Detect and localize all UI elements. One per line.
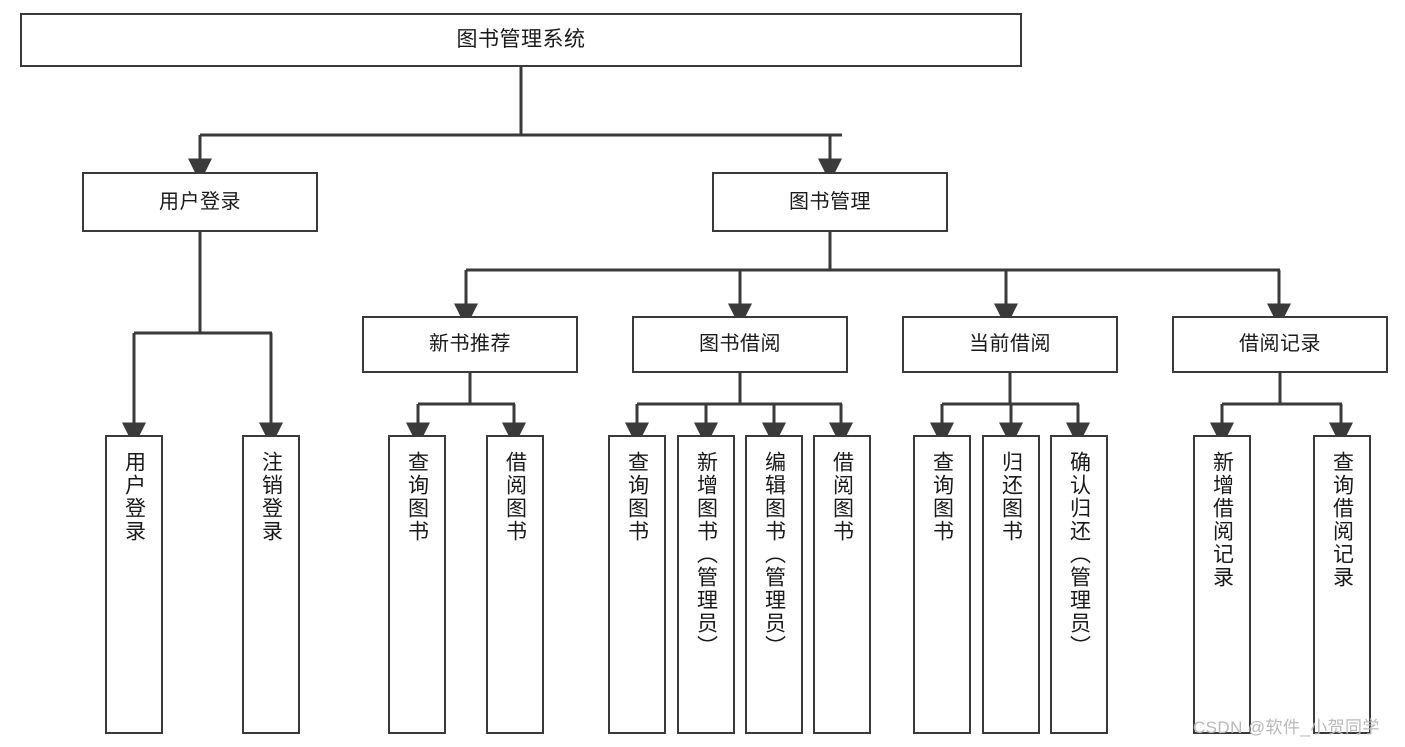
node-book-management-label: 图书管理 — [789, 190, 871, 213]
leaf-query-book-current-label: 查询图书 — [930, 451, 954, 543]
leaf-query-borrow-record-label: 查询借阅记录 — [1330, 451, 1354, 589]
leaf-add-book-admin[interactable]: 新增图书（管理员） — [677, 435, 735, 734]
leaf-logout[interactable]: 注销登录 — [242, 435, 300, 734]
node-current-borrow[interactable]: 当前借阅 — [902, 316, 1118, 373]
edges-current-to-leaves — [930, 373, 1090, 447]
node-borrow-records[interactable]: 借阅记录 — [1172, 316, 1388, 373]
node-user-login-label: 用户登录 — [159, 190, 241, 213]
leaf-borrow-book[interactable]: 借阅图书 — [813, 435, 871, 734]
leaf-query-book-recommend-label: 查询图书 — [405, 451, 429, 543]
csdn-watermark: CSDN @软件_小贺同学 — [1193, 718, 1380, 737]
leaf-borrow-book-recommend-label: 借阅图书 — [503, 451, 527, 543]
leaf-logout-label: 注销登录 — [259, 451, 283, 543]
leaf-edit-book-admin-label: 编辑图书（管理员） — [762, 451, 786, 658]
leaf-return-book-label: 归还图书 — [999, 451, 1023, 543]
edges-bookmgmt-to-level3 — [454, 232, 1291, 328]
node-root-label: 图书管理系统 — [456, 28, 586, 52]
node-borrow-records-label: 借阅记录 — [1239, 333, 1321, 356]
edges-userlogin-to-leaves — [122, 232, 283, 447]
node-new-book-recommend-label: 新书推荐 — [429, 333, 511, 356]
leaf-edit-book-admin[interactable]: 编辑图书（管理员） — [745, 435, 803, 734]
leaf-confirm-return-admin[interactable]: 确认归还（管理员） — [1050, 435, 1108, 734]
edges-records-to-leaves — [1210, 373, 1353, 447]
node-new-book-recommend[interactable]: 新书推荐 — [362, 316, 578, 373]
leaf-add-book-admin-label: 新增图书（管理员） — [694, 451, 718, 658]
node-book-borrow[interactable]: 图书借阅 — [632, 316, 848, 373]
node-root-system[interactable]: 图书管理系统 — [20, 13, 1022, 67]
leaf-borrow-book-label: 借阅图书 — [830, 451, 854, 543]
leaf-return-book[interactable]: 归还图书 — [982, 435, 1040, 734]
node-current-borrow-label: 当前借阅 — [969, 333, 1051, 356]
leaf-user-login[interactable]: 用户登录 — [105, 435, 163, 734]
edges-newbook-to-leaves — [406, 373, 526, 447]
leaf-confirm-return-admin-label: 确认归还（管理员） — [1067, 451, 1091, 658]
leaf-query-book-borrow[interactable]: 查询图书 — [608, 435, 666, 734]
node-user-login[interactable]: 用户登录 — [82, 172, 318, 232]
leaf-borrow-book-recommend[interactable]: 借阅图书 — [486, 435, 544, 734]
node-book-management[interactable]: 图书管理 — [712, 172, 948, 232]
leaf-query-borrow-record[interactable]: 查询借阅记录 — [1313, 435, 1371, 734]
edges-root-to-level2 — [188, 67, 842, 183]
leaf-query-book-borrow-label: 查询图书 — [625, 451, 649, 543]
leaf-query-book-current[interactable]: 查询图书 — [913, 435, 971, 734]
leaf-add-borrow-record-label: 新增借阅记录 — [1210, 451, 1234, 589]
leaf-add-borrow-record[interactable]: 新增借阅记录 — [1193, 435, 1251, 734]
leaf-query-book-recommend[interactable]: 查询图书 — [388, 435, 446, 734]
edges-borrow-to-leaves — [625, 373, 853, 447]
node-book-borrow-label: 图书借阅 — [699, 333, 781, 356]
leaf-user-login-label: 用户登录 — [122, 451, 146, 543]
